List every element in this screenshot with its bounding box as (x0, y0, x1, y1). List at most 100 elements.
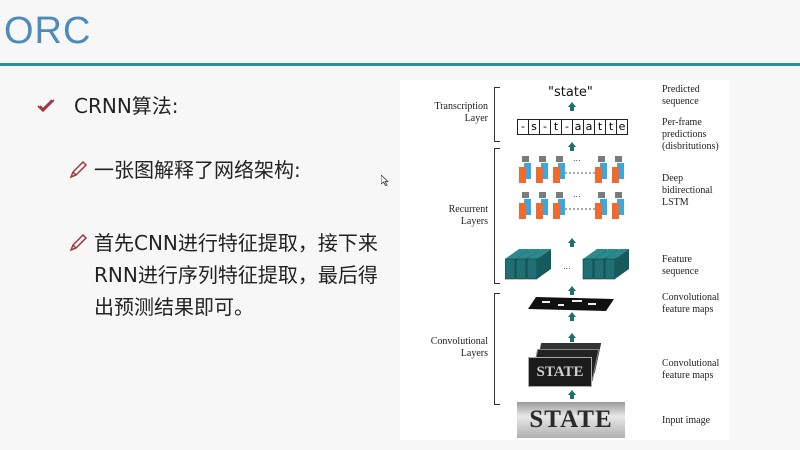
label-lstm: Deep bidirectional LSTM (662, 173, 713, 209)
mouse-cursor-icon (381, 175, 389, 186)
ellipsis: ... (563, 262, 571, 271)
arrow-up-icon (568, 102, 576, 111)
label-feature-sequence: Feature sequence (662, 254, 699, 278)
label-input-image: Input image (662, 415, 710, 427)
label-per-frame: Per-frame predictions (disbritutions) (662, 117, 719, 153)
feature-sequence: ... (505, 249, 629, 280)
lstm-backward-cell (524, 199, 531, 215)
lstm-forward-cell (519, 203, 526, 219)
arrow-up-icon (568, 238, 576, 247)
frame-char: t (551, 120, 562, 134)
description-line: RNN进行序列特征提取，最后得 (94, 263, 378, 287)
label-line: Deep (662, 173, 684, 184)
lstm-output-node (598, 192, 605, 198)
arrow-up-icon (568, 390, 576, 399)
conv-feature-map-small (528, 297, 614, 311)
lstm-output-node (556, 156, 563, 162)
label-line: Feature (662, 254, 692, 265)
ellipsis: ... (573, 190, 581, 199)
slide-title: ORC (4, 10, 92, 52)
lstm-backward-cell (617, 199, 624, 215)
label-line: sequence (662, 266, 699, 277)
feature-column-top (527, 249, 551, 259)
label-convolutional-layers: Convolutional Layers (408, 336, 488, 360)
bullet-description: 首先CNN进行特征提取，接下来 RNN进行序列特征提取，最后得 出预测结果即可。 (94, 227, 378, 323)
feature-column-side (537, 249, 551, 279)
label-line: sequence (662, 96, 699, 107)
lstm-output-node (615, 192, 622, 198)
description-line: 首先CNN进行特征提取，接下来 (94, 231, 378, 255)
label-conv-maps-bottom: Convolutional feature maps (662, 358, 719, 382)
label-line: Layers (460, 348, 488, 359)
lstm-output-node (522, 156, 529, 162)
bracket-transcription (494, 87, 500, 142)
label-line: Per-frame (662, 117, 702, 128)
arrow-up-icon (568, 142, 576, 151)
feature-column-top (594, 249, 618, 259)
frame-char: - (562, 120, 573, 134)
feature-column (593, 258, 605, 280)
lstm-backward-cell (558, 163, 565, 179)
feature-column (505, 258, 516, 280)
label-predicted-sequence: Predicted sequence (662, 84, 700, 108)
arrow-up-icon (568, 312, 576, 321)
label-line: Convolutional (430, 336, 488, 347)
lstm-output-node (522, 192, 529, 198)
label-line: predictions (662, 129, 707, 140)
lstm-backward-cell (600, 199, 607, 215)
frame-char: t (606, 120, 617, 134)
label-line: LSTM (662, 197, 689, 208)
lstm-forward-cell (536, 167, 543, 183)
label-line: Layer (464, 113, 488, 124)
feature-column (515, 258, 527, 280)
input-image: STATE (517, 402, 625, 438)
lstm-backward-cell (524, 163, 531, 179)
lstm-backward-cell (541, 199, 548, 215)
frame-char: a (573, 120, 584, 134)
feature-column-top (605, 249, 629, 259)
title-divider (0, 63, 800, 66)
bullet-architecture: 一张图解释了网络架构: (94, 158, 301, 182)
frame-char: e (618, 120, 626, 133)
lstm-output-node (539, 192, 546, 198)
frame-char: a (584, 120, 595, 134)
label-line: feature maps (662, 370, 714, 381)
frame-char: - (518, 120, 529, 134)
lstm-backward-cell (541, 163, 548, 179)
label-line: bidirectional (662, 185, 713, 196)
label-line: feature maps (662, 304, 714, 315)
bracket-recurrent (494, 148, 500, 284)
feature-column-top (583, 249, 607, 259)
lstm-backward-cell (600, 163, 607, 179)
feature-column-top (505, 249, 529, 259)
arrow-up-icon (568, 333, 576, 342)
lstm-grid: ...... (519, 155, 624, 219)
lstm-output-node (615, 156, 622, 162)
feature-column (582, 258, 594, 280)
label-line: Convolutional (662, 358, 720, 369)
frame-char: - (540, 120, 551, 134)
ellipsis: ... (573, 155, 581, 163)
feature-column (526, 258, 538, 280)
label-transcription-layer: Transcription Layer (408, 101, 488, 125)
lstm-forward-cell (553, 203, 560, 219)
label-line: Convolutional (662, 292, 720, 303)
lstm-forward-cell (595, 167, 602, 183)
lstm-forward-cell (595, 203, 602, 219)
feature-column (604, 258, 616, 280)
lstm-backward-cell (617, 163, 624, 179)
lstm-forward-cell (612, 203, 619, 219)
label-line: Recurrent (448, 204, 488, 215)
pencil-icon (69, 233, 88, 252)
lstm-output-node (556, 192, 563, 198)
checkmark-icon (37, 99, 55, 113)
lstm-backward-cell (558, 199, 565, 215)
bracket-convolutional (494, 293, 500, 405)
bullet-crnn: CRNN算法: (74, 94, 179, 118)
lstm-forward-cell (519, 167, 526, 183)
feature-column-top (516, 249, 540, 259)
lstm-forward-cell (553, 167, 560, 183)
label-recurrent-layers: Recurrent Layers (408, 204, 488, 228)
description-line: 出预测结果即可。 (94, 295, 254, 319)
